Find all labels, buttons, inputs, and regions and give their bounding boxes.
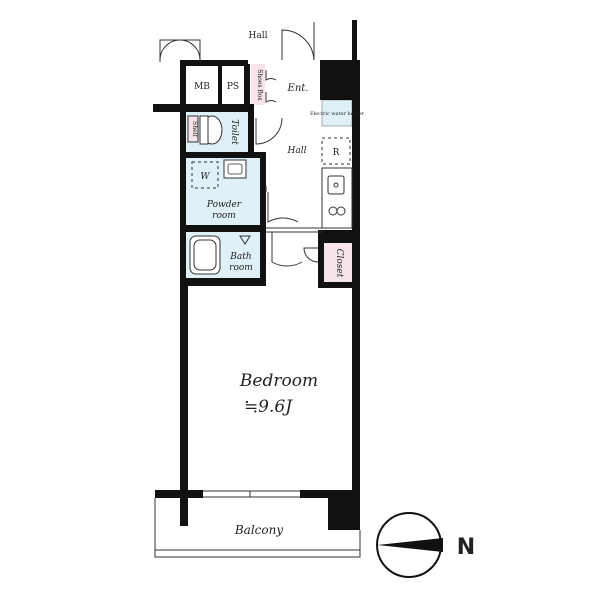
shoes-box-area: [251, 64, 265, 105]
fridge-space: [321, 137, 351, 165]
closet-label: Closet: [334, 249, 344, 278]
walls: [153, 20, 360, 530]
fridge-label: R: [333, 148, 340, 158]
hall-top-label: Hall: [249, 31, 268, 41]
closet-area: [324, 243, 355, 282]
toilet-fixture: [187, 115, 223, 145]
bath-corner-triangle: [239, 235, 251, 245]
balcony-label: Balcony: [234, 523, 283, 537]
bathtub: [189, 235, 221, 275]
sink-basin: [227, 163, 243, 175]
sink: [223, 159, 247, 179]
ps-label: PS: [227, 82, 239, 92]
powder-room-label-2: room: [212, 211, 236, 221]
balcony-window: [203, 490, 300, 498]
kitchen-counter: [321, 167, 353, 229]
shelf-label: Shelf: [191, 121, 198, 137]
bath-label-2: room: [229, 263, 253, 273]
entrance-label: Ent.: [287, 83, 309, 94]
bedroom-size-label: ≒9.6J: [244, 397, 293, 417]
hall-inner-label: Hall: [287, 146, 307, 156]
washer-space: [191, 161, 219, 189]
shoes-box-label: Shoes Box: [256, 69, 263, 101]
toilet-label: Toilet: [229, 119, 239, 145]
compass-north-label: N: [457, 535, 475, 560]
hall-lines: [265, 186, 322, 233]
balcony-outline: [154, 498, 361, 558]
bath-label-1: Bath: [229, 252, 251, 262]
water-heater-label: Electric water heater: [310, 111, 365, 117]
compass-arrow-icon: [377, 538, 443, 552]
washer-label: W: [200, 172, 210, 182]
bedroom-label: Bedroom: [239, 371, 318, 391]
compass: N: [376, 512, 475, 578]
mb-label: MB: [194, 82, 210, 92]
powder-room-label-1: Powder: [206, 200, 242, 210]
door-swings: [159, 22, 319, 267]
